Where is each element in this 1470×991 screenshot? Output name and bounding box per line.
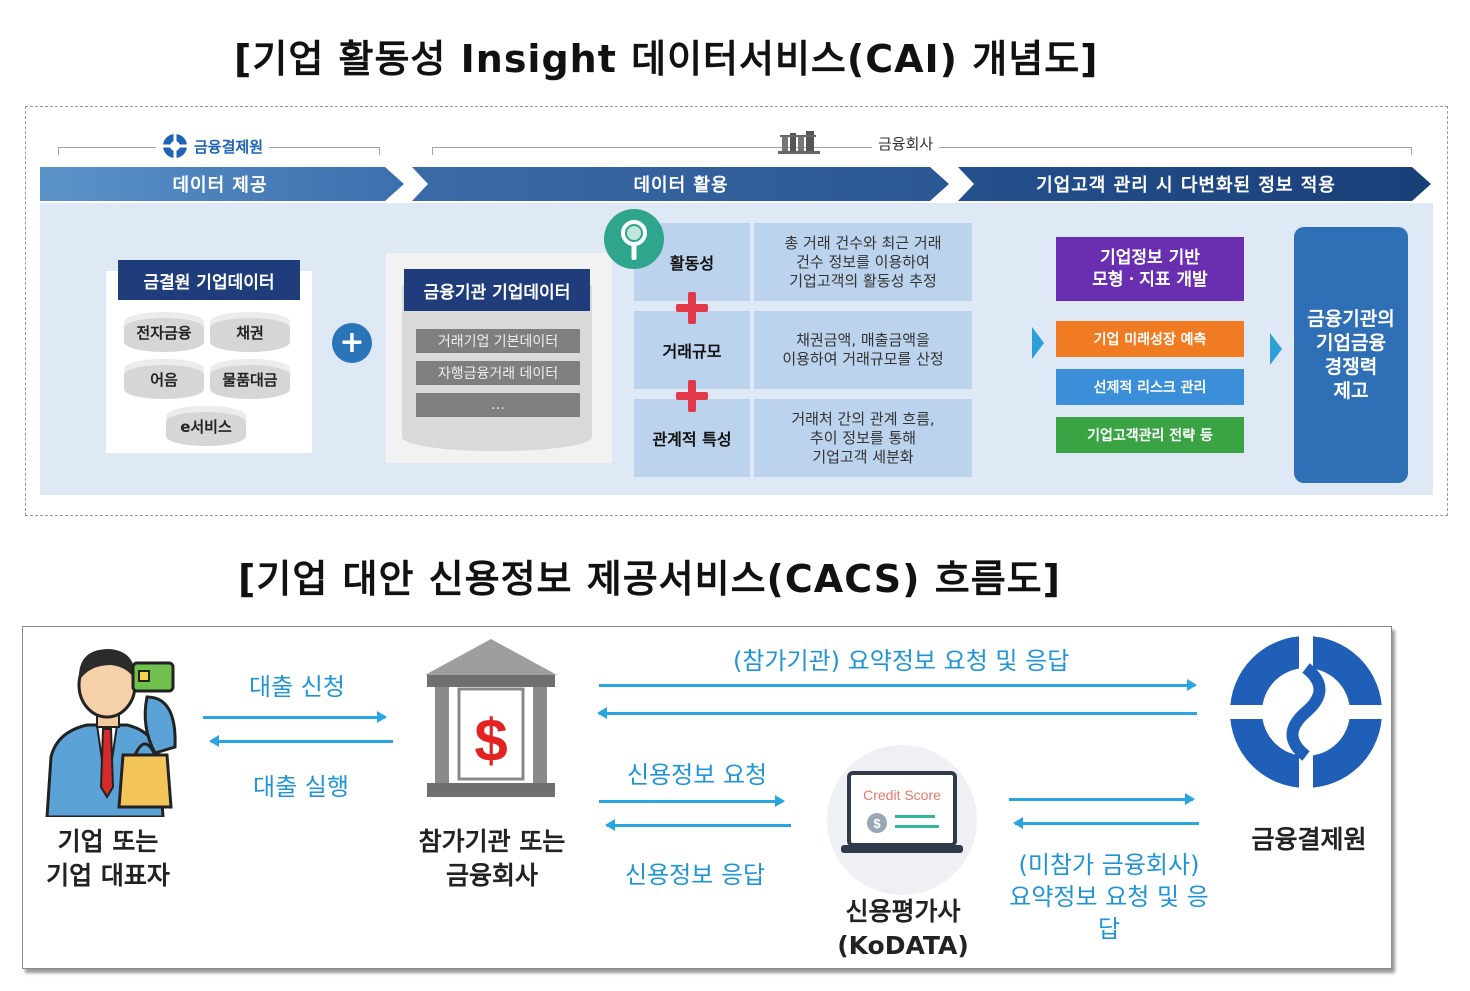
kftc-logo-small-icon bbox=[163, 134, 187, 158]
summary-request-arrow bbox=[599, 679, 1197, 691]
chevron-right-icon bbox=[1270, 333, 1282, 365]
credit-response-arrow bbox=[605, 819, 791, 831]
cacs-title: [기업 대안 신용정보 제공서비스(CACS) 흐름도] bbox=[238, 557, 1062, 601]
kftc-node-label: 금융결제원 bbox=[1251, 825, 1367, 854]
svg-text:$: $ bbox=[873, 816, 881, 831]
model-development-box: 기업정보 기반 모형ㆍ지표 개발 bbox=[1056, 237, 1244, 301]
cai-title: [기업 활동성 Insight 데이터서비스(CAI) 개념도] bbox=[234, 37, 1099, 81]
data-item-bill: 어음 bbox=[124, 359, 204, 399]
bank-dollar-icon: $ bbox=[425, 639, 557, 797]
summary-bottom-label: (미참가 금융회사) 요약정보 요청 및 응답 bbox=[1009, 851, 1209, 943]
fin-data-item-more: … bbox=[416, 393, 580, 417]
credit-score-text: Credit Score bbox=[863, 787, 941, 803]
indicator-relation-key: 관계적 특성 bbox=[634, 399, 750, 477]
agency-to-kftc-arrow bbox=[1009, 793, 1195, 805]
svg-text:$: $ bbox=[474, 707, 507, 774]
phase-data-provision: 데이터 제공 bbox=[172, 175, 268, 196]
loan-execute-arrow bbox=[209, 735, 393, 747]
loan-apply-label: 대출 신청 bbox=[249, 673, 345, 701]
data-item-e-finance: 전자금융 bbox=[124, 312, 204, 352]
app-customer-strategy: 기업고객관리 전략 등 bbox=[1056, 417, 1244, 453]
indicator-scale-desc: 채권금액, 매출금액을 이용하여 거래규모를 산정 bbox=[754, 311, 972, 389]
phase-arrows bbox=[40, 165, 1431, 203]
fin-data-header: 금융기관 기업데이터 bbox=[404, 269, 590, 311]
indicator-relation-desc: 거래처 간의 관계 흐름, 추이 정보를 통해 기업고객 세분화 bbox=[754, 399, 972, 477]
businessman-icon bbox=[45, 649, 177, 817]
loan-apply-arrow bbox=[203, 711, 387, 723]
red-plus-icon bbox=[674, 290, 710, 326]
app-risk-management: 선제적 리스크 관리 bbox=[1056, 369, 1244, 405]
loan-execute-label: 대출 실행 bbox=[253, 773, 349, 801]
kftc-logo-icon bbox=[1226, 632, 1386, 792]
kftc-to-agency-arrow bbox=[1013, 817, 1199, 829]
summary-response-arrow bbox=[597, 707, 1197, 719]
data-item-bond: 채권 bbox=[210, 312, 290, 352]
red-plus-icon bbox=[674, 378, 710, 414]
phase-application: 기업고객 관리 시 다변화된 정보 적용 bbox=[1036, 175, 1336, 196]
magnifier-icon bbox=[604, 209, 664, 269]
cai-diagram: 금융결제원 금융회사 데이터 제공 데이터 활용 기업고객 관리 시 다변화된 … bbox=[25, 106, 1448, 516]
laptop-credit-score-icon: $ bbox=[841, 771, 963, 853]
result-competitiveness-box: 금융기관의 기업금융 경쟁력 제고 bbox=[1294, 227, 1408, 483]
cacs-diagram: 기업 또는 기업 대표자 대출 신청 대출 실행 $ 참가기관 또는 금융회사 … bbox=[22, 626, 1392, 969]
provider-label: 금융결제원 bbox=[156, 133, 270, 159]
summary-top-label: (참가기관) 요약정보 요청 및 응답 bbox=[733, 647, 1070, 675]
agency-node-label: 신용평가사 (KoDATA) bbox=[837, 897, 969, 960]
indicator-scale-key: 거래규모 bbox=[634, 311, 750, 389]
plus-circle-icon: + bbox=[332, 323, 372, 363]
kftc-data-header: 금결원 기업데이터 bbox=[118, 260, 300, 300]
data-item-goods-payment: 물품대금 bbox=[210, 359, 290, 399]
fin-data-item-transactions: 자행금융거래 데이터 bbox=[416, 361, 580, 385]
company-label: 금융회사 bbox=[872, 133, 940, 154]
buildings-icon bbox=[778, 131, 820, 154]
credit-request-arrow bbox=[599, 795, 785, 807]
company-node-label: 기업 또는 기업 대표자 bbox=[46, 827, 170, 890]
app-growth-prediction: 기업 미래성장 예측 bbox=[1056, 321, 1244, 357]
chevron-right-icon bbox=[1032, 327, 1044, 359]
phase-data-usage: 데이터 활용 bbox=[633, 175, 729, 196]
fin-node-label: 참가기관 또는 금융회사 bbox=[418, 827, 566, 890]
fin-data-item-basic: 거래기업 기본데이터 bbox=[416, 329, 580, 353]
data-item-e-service: e서비스 bbox=[166, 406, 246, 446]
indicator-activity-desc: 총 거래 건수와 최근 거래 건수 정보를 이용하여 기업고객의 활동성 추정 bbox=[754, 223, 972, 301]
credit-request-label: 신용정보 요청 bbox=[627, 761, 768, 789]
credit-response-label: 신용정보 응답 bbox=[625, 861, 766, 889]
